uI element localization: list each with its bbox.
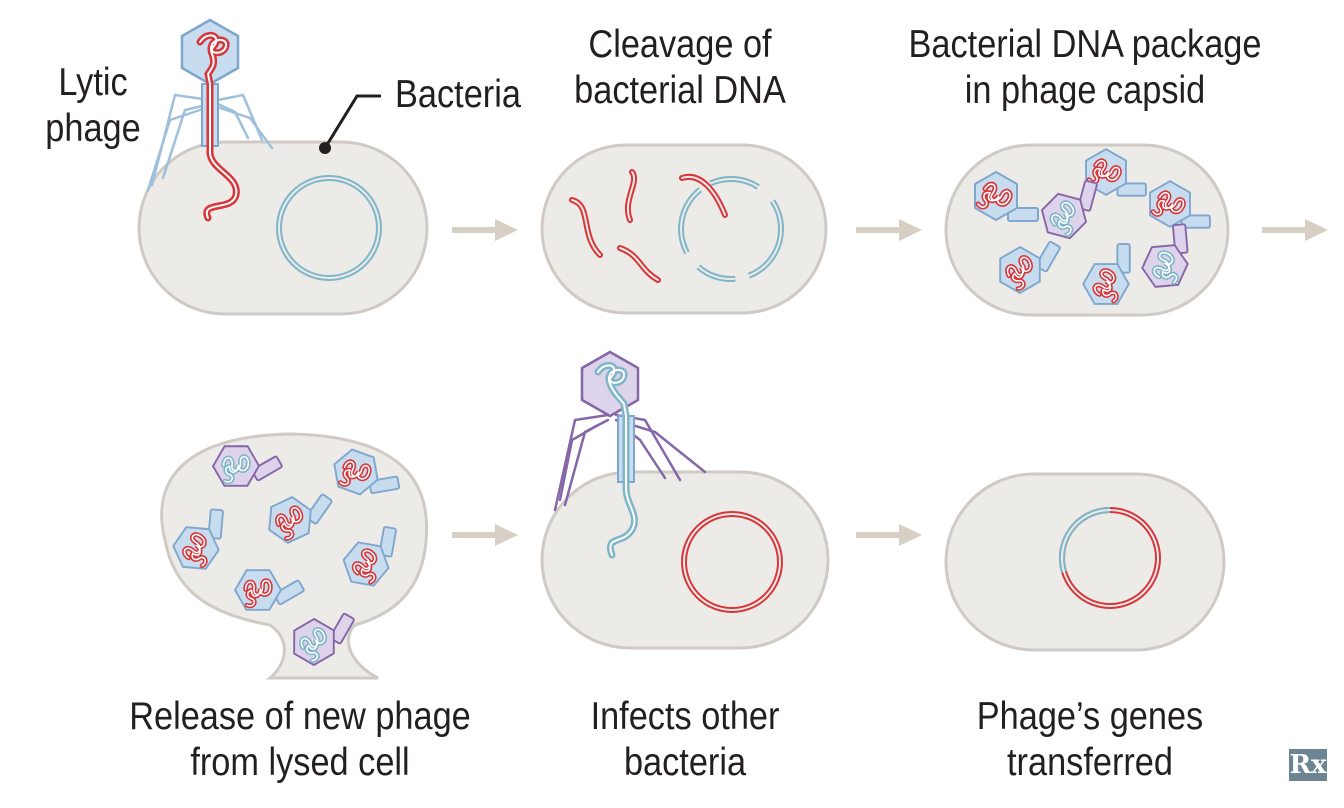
label-lytic-phage: Lytic phage — [27, 60, 159, 152]
label-transferred-line2: transferred — [1007, 741, 1173, 784]
label-cleavage: Cleavage of bacterial DNA — [557, 22, 803, 114]
circular-dna-icon — [276, 175, 382, 281]
label-cleavage-line2: bacterial DNA — [574, 69, 786, 112]
right-arrow-icon — [1262, 219, 1328, 241]
cleaved-dna-fragments — [569, 169, 728, 283]
label-transferred-line1: Phage’s genes — [976, 695, 1204, 738]
label-infects-line2: bacteria — [623, 741, 747, 784]
bacteria-pointer-dot — [319, 142, 331, 154]
label-release-line2: from lysed cell — [190, 741, 410, 784]
label-cleavage-line1: Cleavage of — [588, 23, 772, 66]
label-transferred: Phage’s genes transferred — [962, 694, 1217, 786]
label-package: Bacterial DNA package in phage capsid — [896, 22, 1274, 114]
recombined-circular-dna — [1058, 506, 1161, 609]
label-lytic-phage-line1: Lytic — [58, 61, 128, 104]
label-release: Release of new phage from lysed cell — [106, 694, 493, 786]
label-package-line2: in phage capsid — [964, 69, 1206, 112]
label-infects-line1: Infects other — [590, 695, 780, 738]
cell-dna-packaging — [944, 143, 1230, 317]
bacteria-pointer-line — [323, 94, 381, 149]
right-arrow-icon — [856, 524, 922, 546]
cell-dna-cleavage — [540, 143, 828, 315]
right-arrow-icon — [452, 219, 518, 241]
label-package-line1: Bacterial DNA package — [908, 23, 1262, 66]
cell-transduced — [944, 472, 1226, 652]
bacteriophage-icon — [553, 350, 707, 559]
right-arrow-icon — [452, 524, 518, 546]
label-release-line1: Release of new phage — [129, 695, 471, 738]
bacterial-cell — [944, 472, 1226, 652]
label-bacteria: Bacteria — [395, 73, 521, 116]
label-lytic-phage-line2: phage — [45, 107, 141, 150]
label-infects: Infects other bacteria — [557, 694, 812, 786]
bacteriophage-icon — [146, 18, 274, 222]
cell-lytic-infection — [137, 18, 429, 316]
bacterial-cell — [137, 140, 429, 316]
circular-dna-icon — [681, 511, 783, 613]
cell-infection — [540, 350, 830, 650]
broken-plasmid — [678, 176, 784, 282]
right-arrow-icon — [856, 219, 922, 241]
rx-logo-badge: Rx — [1289, 749, 1327, 781]
cell-lysis — [160, 426, 429, 680]
